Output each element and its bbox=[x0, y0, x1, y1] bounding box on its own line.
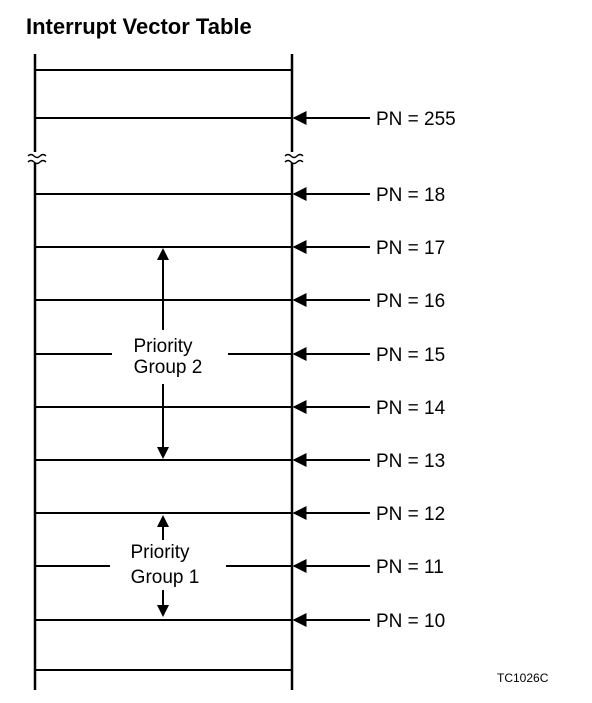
priority-group-2-label-line1: Priority bbox=[133, 336, 193, 357]
pn-label-15: PN = 15 bbox=[376, 345, 445, 366]
pn-label-14: PN = 14 bbox=[376, 398, 446, 419]
pn-label-17: PN = 17 bbox=[376, 238, 445, 259]
pn-label-12: PN = 12 bbox=[376, 504, 445, 525]
diagram-title: Interrupt Vector Table bbox=[26, 14, 252, 39]
pn-label-13: PN = 13 bbox=[376, 451, 445, 472]
priority-group-1-label-line1: Priority bbox=[130, 542, 190, 563]
priority-group-2-span-arrow bbox=[157, 248, 169, 459]
pn-label-16: PN = 16 bbox=[376, 291, 445, 312]
priority-group-2-label-line2: Group 2 bbox=[134, 357, 203, 378]
pn-label-11: PN = 11 bbox=[376, 557, 444, 578]
table-break-mark bbox=[26, 152, 304, 165]
pointer-arrows bbox=[292, 111, 370, 627]
pn-label-255: PN = 255 bbox=[376, 109, 456, 130]
pn-label-18: PN = 18 bbox=[376, 185, 445, 206]
priority-group-1-span-arrow bbox=[157, 515, 169, 617]
figure-code: TC1026C bbox=[497, 671, 549, 685]
pn-label-10: PN = 10 bbox=[376, 611, 445, 632]
priority-group-1-label-line2: Group 1 bbox=[131, 567, 200, 588]
